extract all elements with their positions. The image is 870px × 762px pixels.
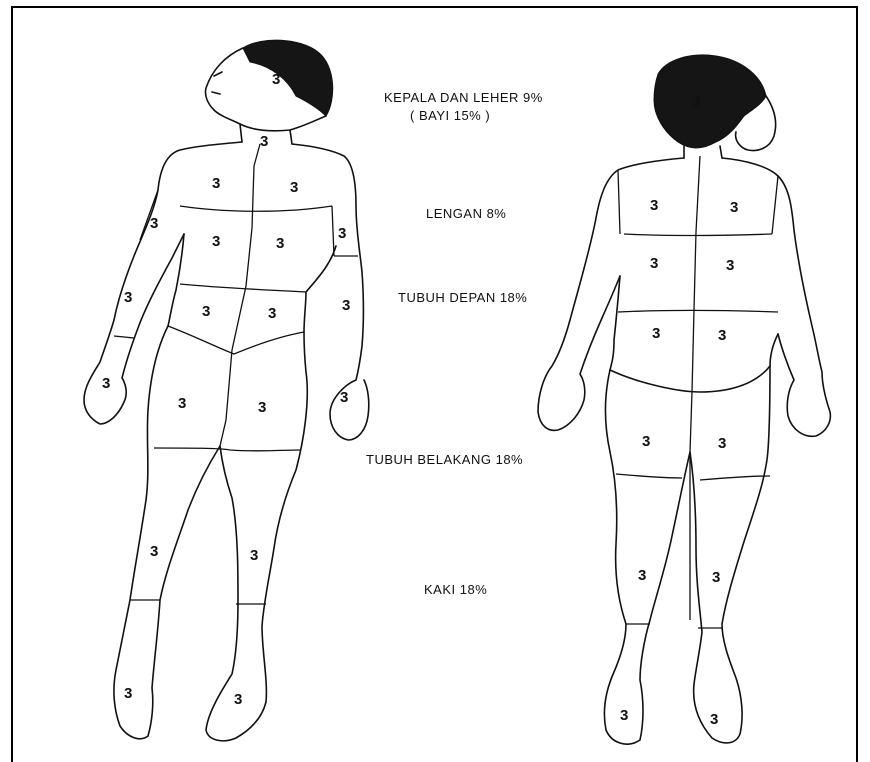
label-back-torso: TUBUH BELAKANG 18%: [366, 452, 523, 467]
label-leg: KAKI 18%: [424, 582, 487, 597]
front-foot-left-value: 3: [234, 691, 242, 708]
front-abdomen-right-value: 3: [276, 235, 284, 252]
back-head-value: 3: [692, 93, 700, 110]
front-hand-left-value: 3: [340, 389, 348, 406]
front-chest-left-value: 3: [212, 175, 220, 192]
label-front-torso: TUBUH DEPAN 18%: [398, 290, 527, 305]
front-abdomen-left-value: 3: [212, 233, 220, 250]
front-forearm-left-value: 3: [342, 297, 350, 314]
region-labels: KEPALA DAN LEHER 9% ( BAYI 15% ) LENGAN …: [366, 90, 543, 597]
label-head-neck: KEPALA DAN LEHER 9%: [384, 90, 543, 105]
front-region-numbers: 3 3 3 3 3 3 3 3 3 3 3 3 3 3 3 3 3 3 3 3: [102, 71, 350, 708]
back-hair: [654, 55, 766, 148]
front-neck-value: 3: [260, 133, 268, 150]
front-legs: [114, 326, 307, 741]
back-legs: [604, 366, 770, 744]
back-mid-left-value: 3: [650, 255, 658, 272]
front-hand-right-value: 3: [102, 375, 110, 392]
back-figure: [538, 55, 830, 744]
back-foot-left-value: 3: [620, 707, 628, 724]
front-forearm-right-value: 3: [124, 289, 132, 306]
label-arm: LENGAN 8%: [426, 206, 506, 221]
front-thigh-right-value: 3: [178, 395, 186, 412]
back-lower-right-value: 3: [718, 327, 726, 344]
back-region-numbers: 3 3 3 3 3 3 3 3 3 3 3 3 3: [620, 93, 738, 728]
front-upper-arm-left-value: 3: [338, 225, 346, 242]
front-lower-leg-right-value: 3: [150, 543, 158, 560]
front-thigh-left-value: 3: [258, 399, 266, 416]
label-infant: ( BAYI 15% ): [410, 108, 490, 123]
front-hair: [243, 40, 333, 116]
front-pelvis-right-value: 3: [268, 305, 276, 322]
back-upper-left-value: 3: [650, 197, 658, 214]
back-thigh-right-value: 3: [718, 435, 726, 452]
front-chest-right-value: 3: [290, 179, 298, 196]
back-mid-right-value: 3: [726, 257, 734, 274]
back-lower-left-value: 3: [652, 325, 660, 342]
front-pelvis-left-value: 3: [202, 303, 210, 320]
front-figure: [84, 40, 369, 741]
back-calf-right-value: 3: [712, 569, 720, 586]
back-upper-right-value: 3: [730, 199, 738, 216]
back-calf-left-value: 3: [638, 567, 646, 584]
back-torso-outline: [538, 158, 684, 430]
back-foot-right-value: 3: [710, 711, 718, 728]
front-upper-arm-right-value: 3: [150, 215, 158, 232]
front-lower-leg-left-value: 3: [250, 547, 258, 564]
back-thigh-left-value: 3: [642, 433, 650, 450]
front-foot-right-value: 3: [124, 685, 132, 702]
front-head-value: 3: [272, 71, 280, 88]
